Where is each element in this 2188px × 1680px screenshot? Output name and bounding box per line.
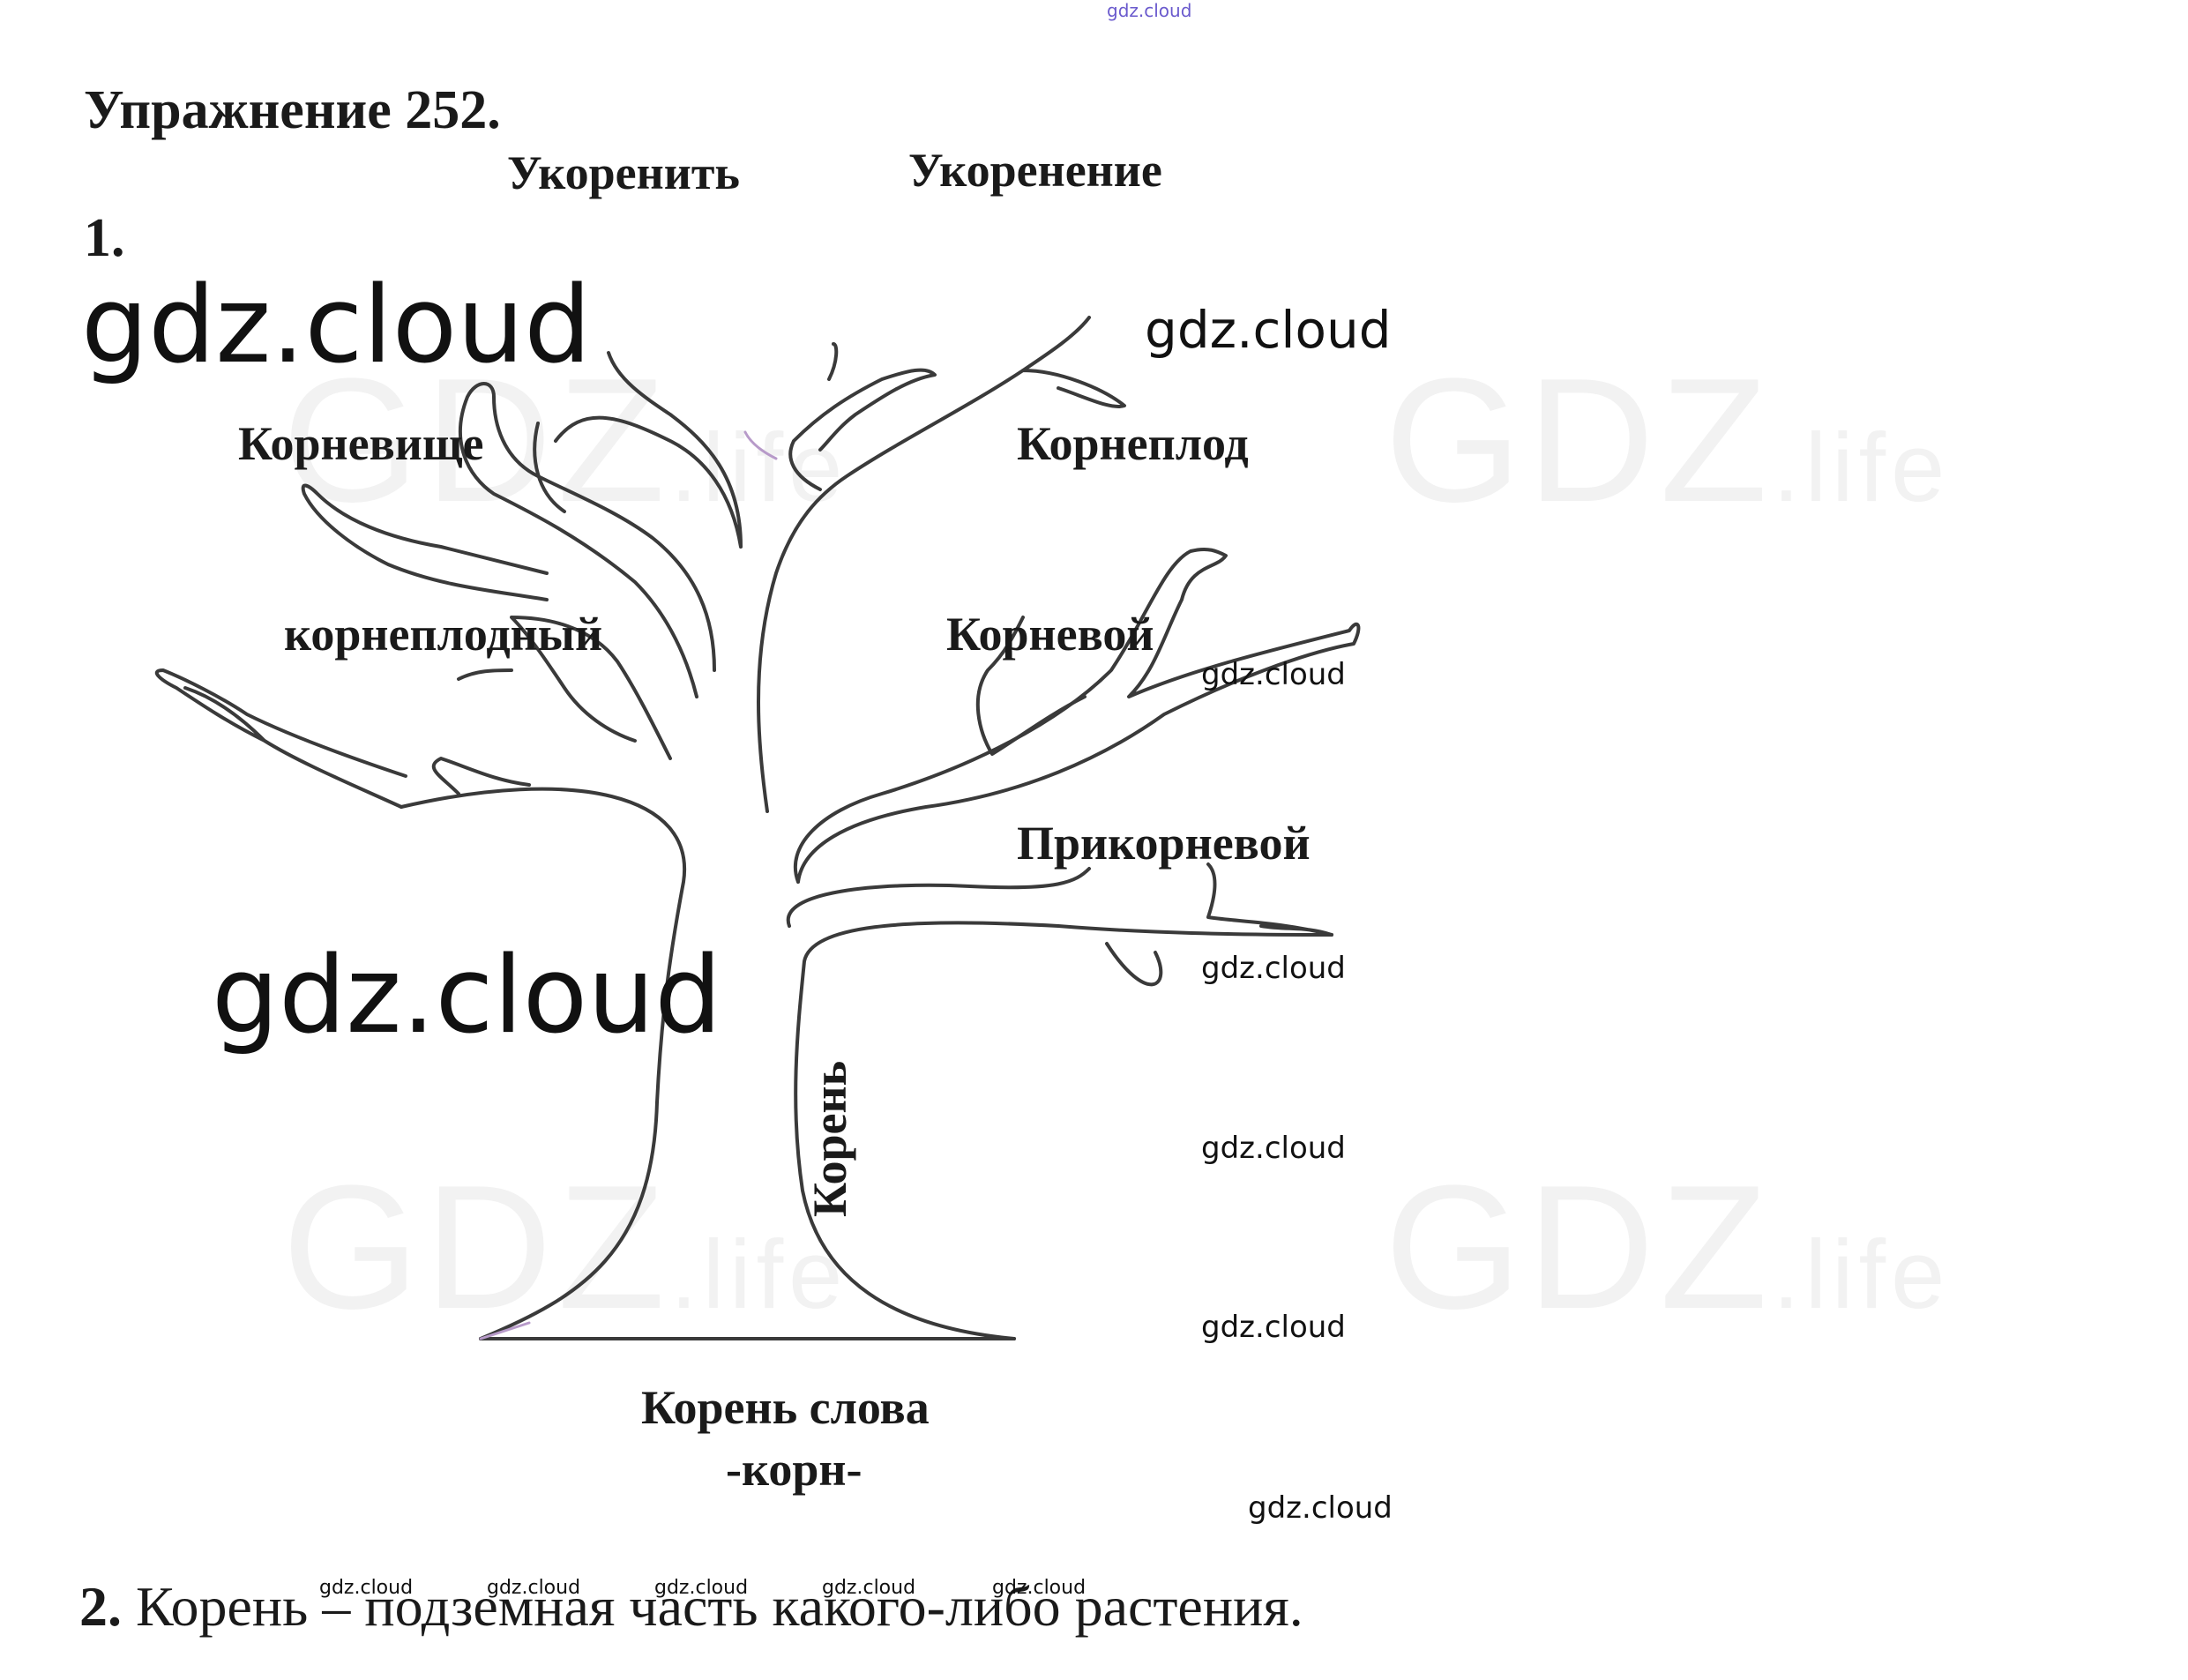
tree-trunk-left [401,789,684,1339]
word-prikornevoy: Прикорневой [1017,816,1311,870]
word-koren-vertical: Корень [803,1061,857,1217]
watermark-small-2: gdz.cloud [1201,951,1346,986]
part2-label: 2. [79,1575,122,1638]
watermark-tiny-2: gdz.cloud [487,1577,580,1599]
watermark-large-1: gdz.cloud [81,265,591,387]
word-ukorenit: Укоренить [507,146,740,200]
watermark-tiny-1: gdz.cloud [319,1577,413,1599]
watermark-tiny-5: gdz.cloud [992,1577,1086,1599]
part1-label: 1. [84,207,125,270]
watermark-tiny-3: gdz.cloud [654,1577,748,1599]
watermark-large-2: gdz.cloud [212,935,721,1057]
word-korneplodny: корнеплодный [284,607,602,661]
tree-highlight-1 [481,1323,529,1339]
watermark-small-5: gdz.cloud [1248,1490,1393,1526]
top-watermark: gdz.cloud [1107,0,1191,21]
watermark-small-1: gdz.cloud [1201,657,1346,692]
watermark-tiny-4: gdz.cloud [822,1577,915,1599]
tree-branch-left-long [157,670,529,807]
root-caption-line2: -корн- [726,1442,863,1497]
tree-trunk-upper [758,317,1124,811]
tree-highlight-2 [745,432,776,459]
word-kornevishche: Корневище [238,416,483,471]
word-ukorenenie: Укоренение [908,143,1162,198]
watermark-small-3: gdz.cloud [1201,1131,1346,1166]
word-kornevoy: Корневой [946,607,1154,661]
watermark-medium: gdz.cloud [1145,300,1392,360]
root-caption-line1: Корень слова [641,1380,930,1435]
word-korneplod: Корнеплод [1017,416,1249,471]
watermark-small-4: gdz.cloud [1201,1310,1346,1345]
exercise-title: Упражнение 252. [84,79,501,142]
